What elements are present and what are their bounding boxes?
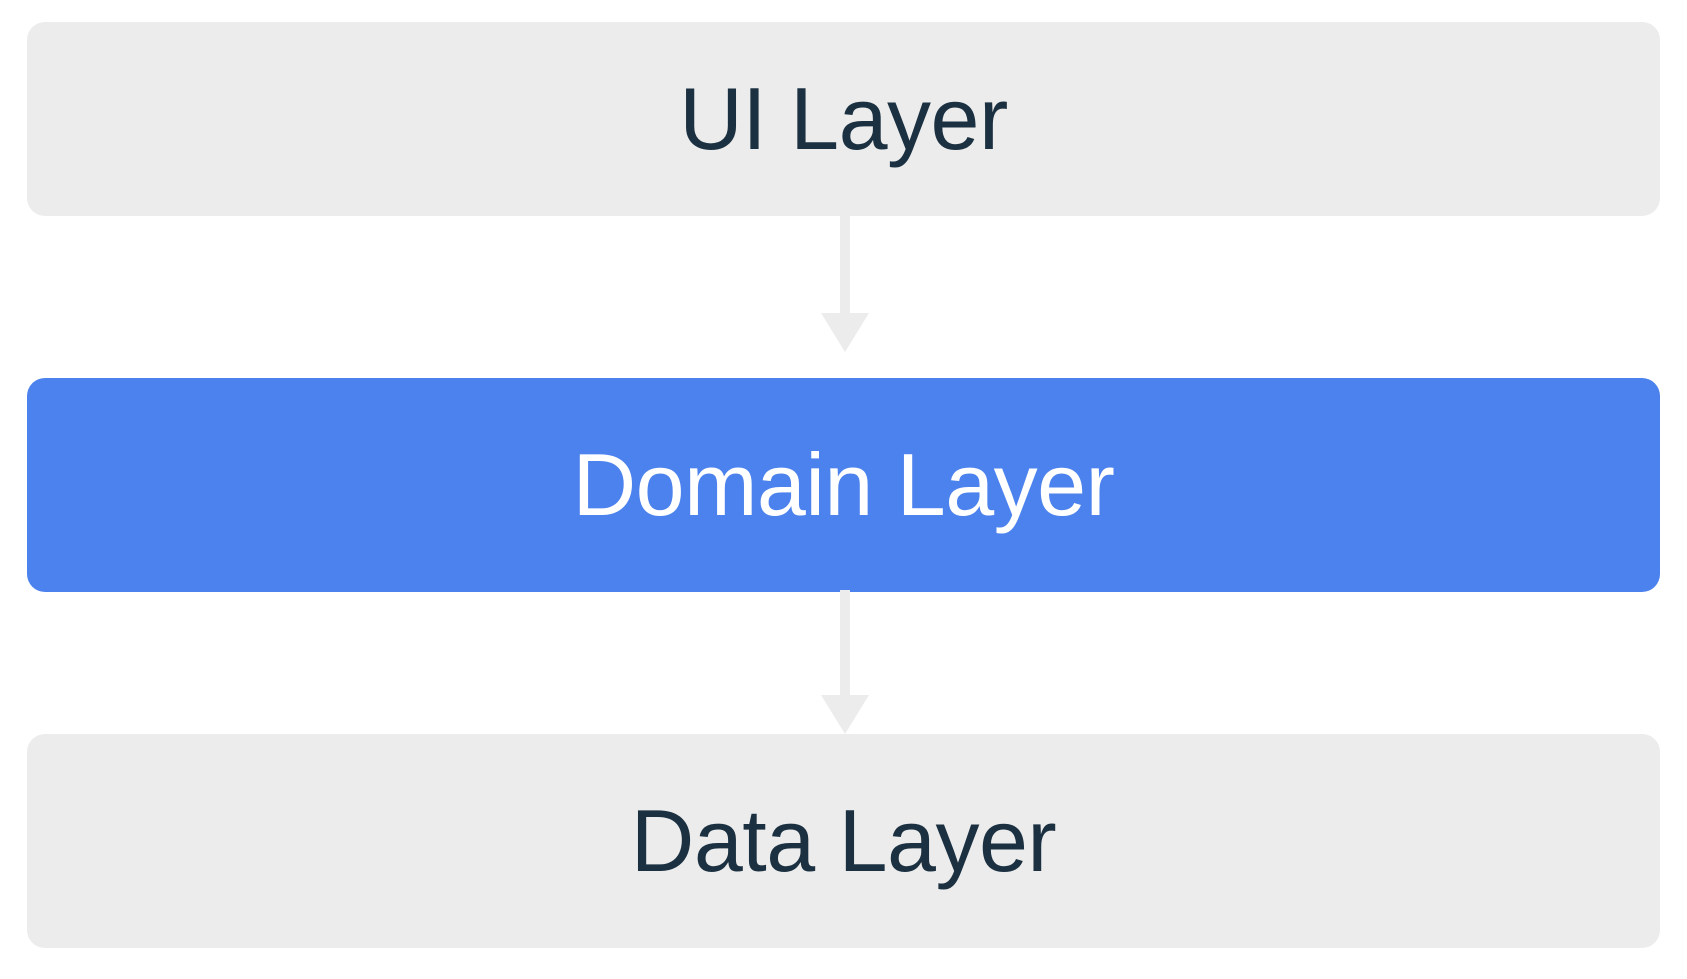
node-domain-layer[interactable]: Domain Layer [27,378,1660,592]
node-ui-layer[interactable]: UI Layer [27,22,1660,216]
node-domain-layer-label: Domain Layer [572,435,1115,534]
node-data-layer-label: Data Layer [630,791,1057,890]
arrow-down-icon [821,590,869,734]
node-data-layer[interactable]: Data Layer [27,734,1660,948]
node-ui-layer-label: UI Layer [679,69,1008,168]
edge-domain-layer-to-data-layer [795,590,895,736]
arrow-down-icon [821,214,869,352]
edge-ui-layer-to-domain-layer [795,214,895,380]
